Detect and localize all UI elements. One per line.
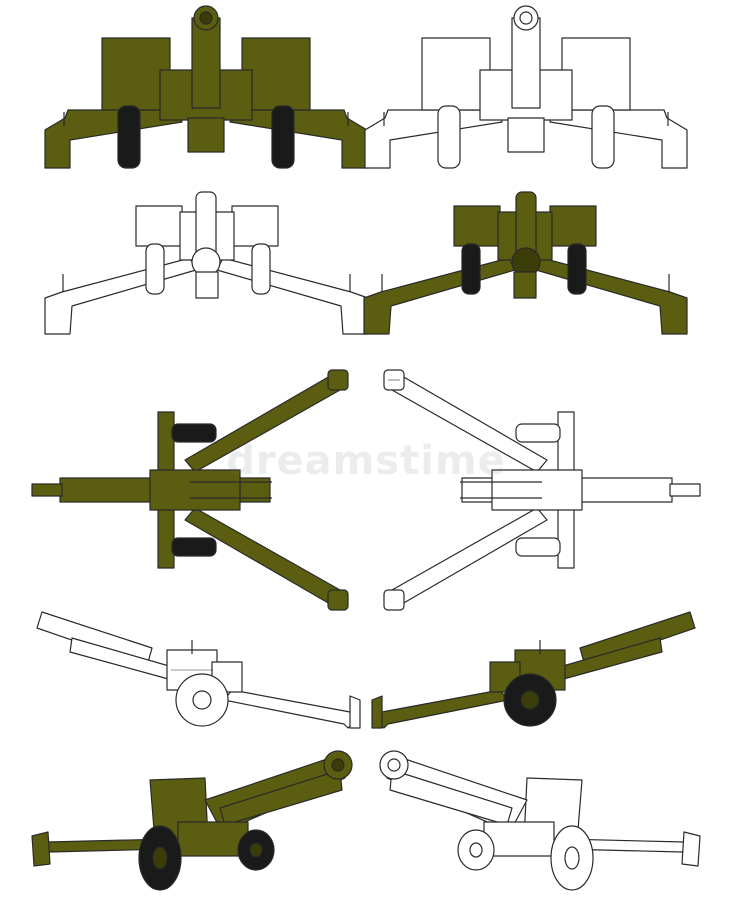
side-view-part bbox=[374, 689, 509, 729]
rear-view-part bbox=[549, 205, 597, 247]
rear-view-part bbox=[251, 243, 271, 295]
side-view-part bbox=[349, 695, 361, 729]
rear-view-part bbox=[513, 271, 537, 299]
top-view-part bbox=[149, 469, 241, 511]
front-view-part bbox=[191, 17, 221, 109]
rear-view-part bbox=[145, 243, 165, 295]
three-quarter-view-part bbox=[681, 831, 701, 867]
three-quarter-view-part bbox=[331, 758, 345, 772]
three-quarter-view-outline bbox=[379, 750, 701, 891]
front-view-part bbox=[591, 105, 615, 169]
rear-view-part bbox=[135, 205, 183, 247]
side-view-part bbox=[192, 690, 212, 710]
three-quarter-view-part bbox=[249, 842, 263, 858]
three-quarter-view-part bbox=[31, 831, 51, 867]
rear-view-part bbox=[461, 243, 481, 295]
three-quarter-view-part bbox=[564, 846, 580, 870]
top-view-part bbox=[31, 483, 63, 497]
front-view-part bbox=[511, 17, 541, 109]
front-view-outline bbox=[364, 5, 688, 169]
rear-view-olive bbox=[363, 191, 688, 335]
front-view-part bbox=[507, 117, 545, 153]
top-view-part bbox=[171, 537, 217, 557]
front-view-part bbox=[271, 105, 295, 169]
top-view-part bbox=[491, 469, 583, 511]
rear-view-part bbox=[195, 271, 219, 299]
top-view-outline bbox=[383, 369, 701, 611]
front-view-part bbox=[199, 11, 213, 25]
side-view-outline bbox=[36, 611, 361, 729]
three-quarter-view-part bbox=[387, 758, 401, 772]
three-quarter-view-part bbox=[152, 846, 168, 870]
front-view-part bbox=[549, 109, 688, 169]
front-view-olive bbox=[44, 5, 368, 169]
three-quarter-view-part bbox=[469, 842, 483, 858]
front-view-part bbox=[437, 105, 461, 169]
top-view-part bbox=[327, 369, 349, 391]
front-view-part bbox=[421, 37, 491, 111]
side-view-part bbox=[371, 695, 383, 729]
side-view-part bbox=[223, 689, 358, 729]
three-quarter-view-part bbox=[219, 769, 343, 826]
rear-view-part bbox=[453, 205, 501, 247]
three-quarter-view-olive bbox=[31, 750, 353, 891]
top-view-part bbox=[515, 537, 561, 557]
front-view-part bbox=[44, 109, 183, 169]
side-view-olive bbox=[371, 611, 696, 729]
top-view-part bbox=[669, 483, 701, 497]
rear-view-outline bbox=[44, 191, 369, 335]
front-view-part bbox=[117, 105, 141, 169]
front-view-part bbox=[187, 117, 225, 153]
three-quarter-view-part bbox=[177, 821, 249, 857]
side-view-part bbox=[520, 690, 540, 710]
three-quarter-view-part bbox=[389, 769, 513, 826]
top-view-part bbox=[383, 589, 405, 611]
front-view-part bbox=[561, 37, 631, 111]
top-view-part bbox=[327, 589, 349, 611]
views-layer bbox=[31, 5, 701, 891]
front-view-part bbox=[519, 11, 533, 25]
rear-view-part bbox=[216, 257, 369, 335]
rear-view-part bbox=[535, 257, 688, 335]
rear-view-part bbox=[44, 257, 197, 335]
front-view-part bbox=[229, 109, 368, 169]
rear-view-part bbox=[363, 257, 516, 335]
front-view-part bbox=[101, 37, 171, 111]
top-view-olive bbox=[31, 369, 349, 611]
front-view-part bbox=[364, 109, 503, 169]
top-view-part bbox=[171, 423, 217, 443]
rear-view-part bbox=[567, 243, 587, 295]
rear-view-part bbox=[231, 205, 279, 247]
top-view-part bbox=[515, 423, 561, 443]
